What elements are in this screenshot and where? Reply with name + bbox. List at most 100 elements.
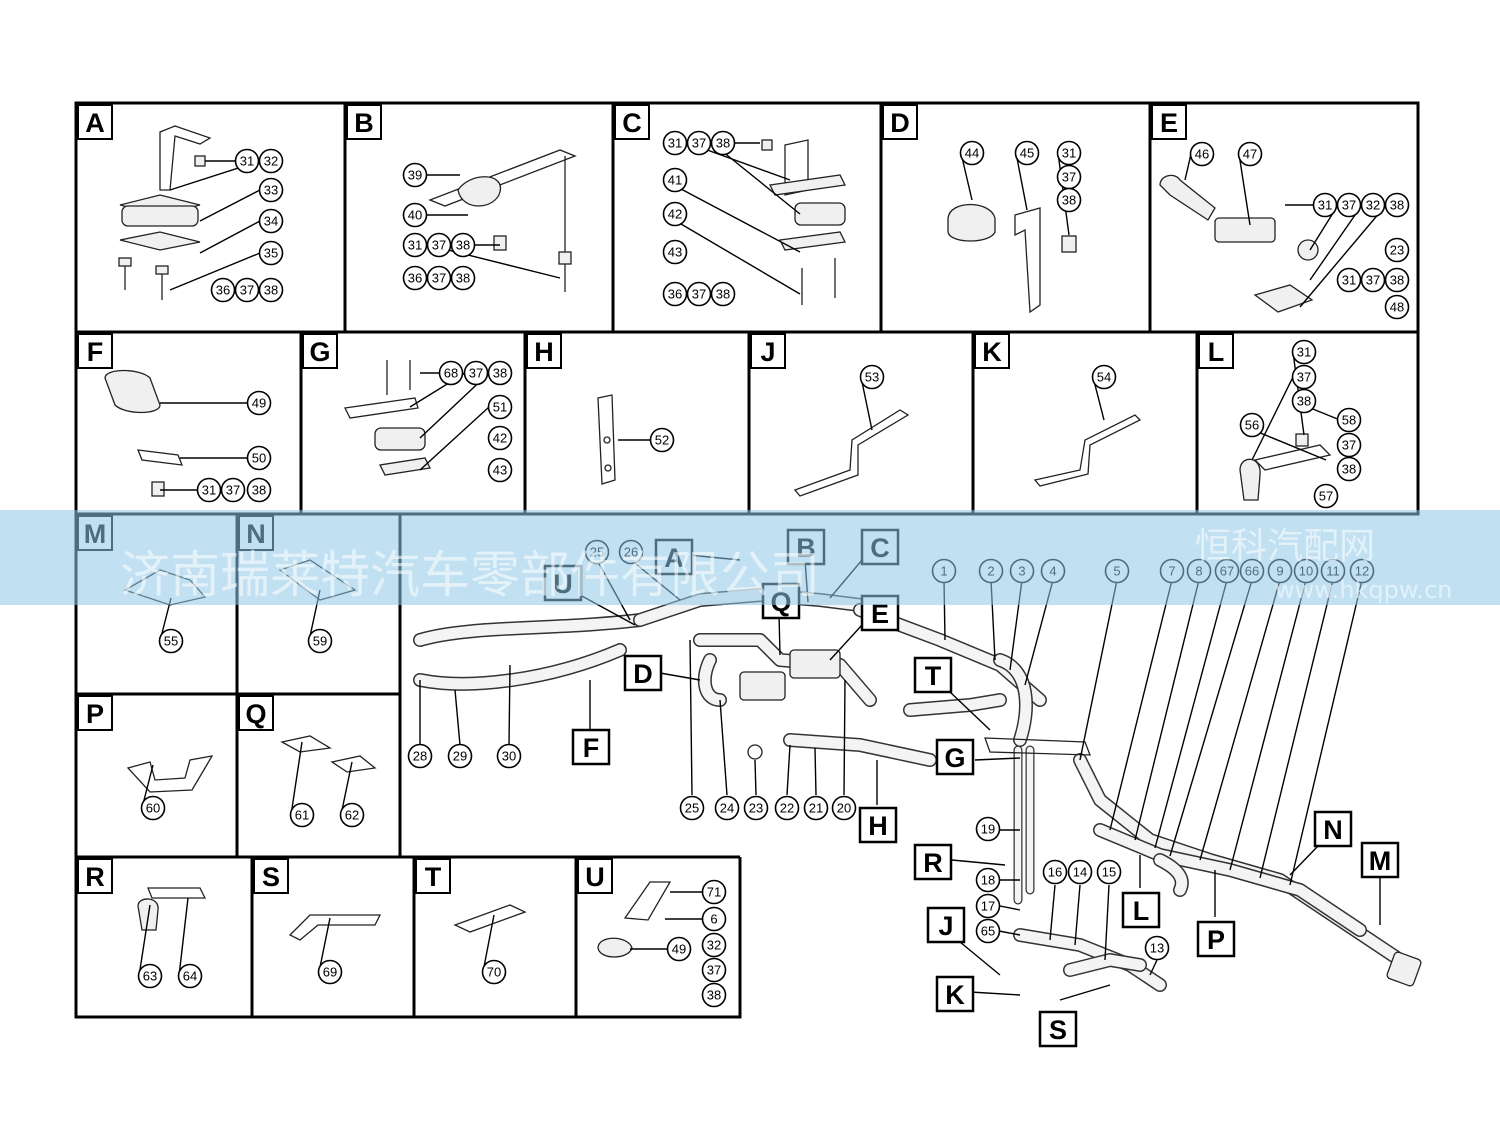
- part-number-label: 31: [408, 238, 422, 253]
- part-number: 48: [1384, 294, 1410, 320]
- part-number: 47: [1237, 141, 1263, 167]
- part-number: 38: [450, 265, 476, 291]
- panel-tag: K: [974, 333, 1010, 369]
- leader-line: [199, 189, 261, 222]
- part-number: 43: [662, 239, 688, 265]
- part-number-label: 51: [493, 400, 507, 415]
- main-assembly: [413, 588, 1422, 992]
- part-number: 46: [1189, 141, 1215, 167]
- leader-line: [1299, 204, 1387, 308]
- part-number-label: 37: [1342, 198, 1356, 213]
- part-number-label: 52: [655, 433, 669, 448]
- part-number: 38: [701, 982, 727, 1008]
- leader-line: [199, 220, 261, 254]
- part-number: 37: [1336, 432, 1362, 458]
- part-number: 37: [1360, 267, 1386, 293]
- callout-letter: J: [938, 911, 953, 941]
- main-part-number: 28: [407, 743, 433, 769]
- callout-box: D: [623, 654, 663, 692]
- part-number: 38: [1384, 267, 1410, 293]
- main-part-number: 15: [1096, 859, 1122, 885]
- panel-tag: B: [346, 104, 382, 140]
- part-number-label: 71: [707, 885, 721, 900]
- main-part-number: 25: [679, 795, 705, 821]
- part-number-label: 37: [469, 366, 483, 381]
- part-number: 31: [662, 130, 688, 156]
- part-number-label: 23: [749, 801, 763, 816]
- part-number: 44: [959, 140, 985, 166]
- panel-tag: R: [77, 858, 113, 894]
- part-number-label: 38: [456, 238, 470, 253]
- part-number-label: 37: [707, 963, 721, 978]
- callout-box: G: [935, 738, 975, 776]
- part-number-label: 38: [716, 136, 730, 151]
- part-number: 59: [307, 628, 333, 654]
- part-number-label: 25: [685, 801, 699, 816]
- part-number-label: 61: [295, 808, 309, 823]
- leader-line: [138, 904, 151, 977]
- part-number: 6: [701, 906, 727, 932]
- part-number-label: 62: [345, 808, 359, 823]
- part-number: 31: [1312, 192, 1338, 218]
- leader-line: [340, 761, 353, 816]
- part-number: 58: [1336, 407, 1362, 433]
- part-number: 31: [234, 148, 260, 174]
- leader-line: [482, 914, 495, 973]
- part-number: 50: [246, 445, 272, 471]
- main-part-number: 65: [975, 918, 1001, 944]
- part-number: 32: [258, 148, 284, 174]
- part-number-label: 53: [865, 370, 879, 385]
- part-number-label: 38: [707, 988, 721, 1003]
- part-number-label: 34: [264, 214, 278, 229]
- part-number: 36: [662, 281, 688, 307]
- part-number-label: 28: [413, 749, 427, 764]
- part-number: 31: [1056, 140, 1082, 166]
- part-number: 32: [701, 932, 727, 958]
- part-number-label: 49: [252, 396, 266, 411]
- part-number-label: 42: [668, 207, 682, 222]
- panel-tag: G: [302, 333, 338, 369]
- callout-box: K: [935, 975, 975, 1013]
- leader-line: [169, 252, 261, 291]
- part-number: 68: [438, 360, 464, 386]
- part-number-label: 19: [981, 822, 995, 837]
- panel-letter: L: [1208, 337, 1225, 367]
- part-number-label: 37: [226, 483, 240, 498]
- callout-letter: K: [945, 980, 965, 1010]
- part-number-label: 38: [716, 287, 730, 302]
- part-number: 37: [1056, 164, 1082, 190]
- part-number: 37: [701, 957, 727, 983]
- leader-line: [1184, 153, 1192, 181]
- part-number: 42: [662, 201, 688, 227]
- part-number-label: 57: [1319, 489, 1333, 504]
- part-number: 38: [1056, 187, 1082, 213]
- part-number-label: 40: [408, 208, 422, 223]
- panel-letter: S: [262, 862, 280, 892]
- part-number: 31: [1336, 267, 1362, 293]
- watermark-company: 济南瑞莱特汽车零部件有限公司: [120, 546, 820, 604]
- part-number-label: 38: [456, 271, 470, 286]
- callout-letter: G: [944, 743, 965, 773]
- part-number-label: 31: [1297, 345, 1311, 360]
- part-number: 57: [1313, 483, 1339, 509]
- part-number: 61: [289, 802, 315, 828]
- part-number-label: 31: [202, 483, 216, 498]
- panel-letters: ABCDEFGHJKLMNPQRSTU: [77, 104, 1234, 894]
- part-number: 37: [234, 277, 260, 303]
- panel-letter: B: [354, 108, 374, 138]
- main-leader-lines: [419, 559, 1363, 976]
- part-number-label: 38: [252, 483, 266, 498]
- panel-letter: P: [86, 699, 104, 729]
- part-number-label: 31: [668, 136, 682, 151]
- part-number-label: 18: [981, 873, 995, 888]
- panel-letter: E: [1160, 108, 1178, 138]
- part-number: 35: [258, 240, 284, 266]
- part-number-label: 50: [252, 451, 266, 466]
- callout-box: H: [858, 806, 898, 844]
- callout-box: M: [1360, 841, 1400, 879]
- part-number: 37: [426, 265, 452, 291]
- callout-box: P: [1196, 920, 1236, 958]
- part-number-label: 70: [487, 965, 501, 980]
- panel-letter: U: [585, 862, 605, 892]
